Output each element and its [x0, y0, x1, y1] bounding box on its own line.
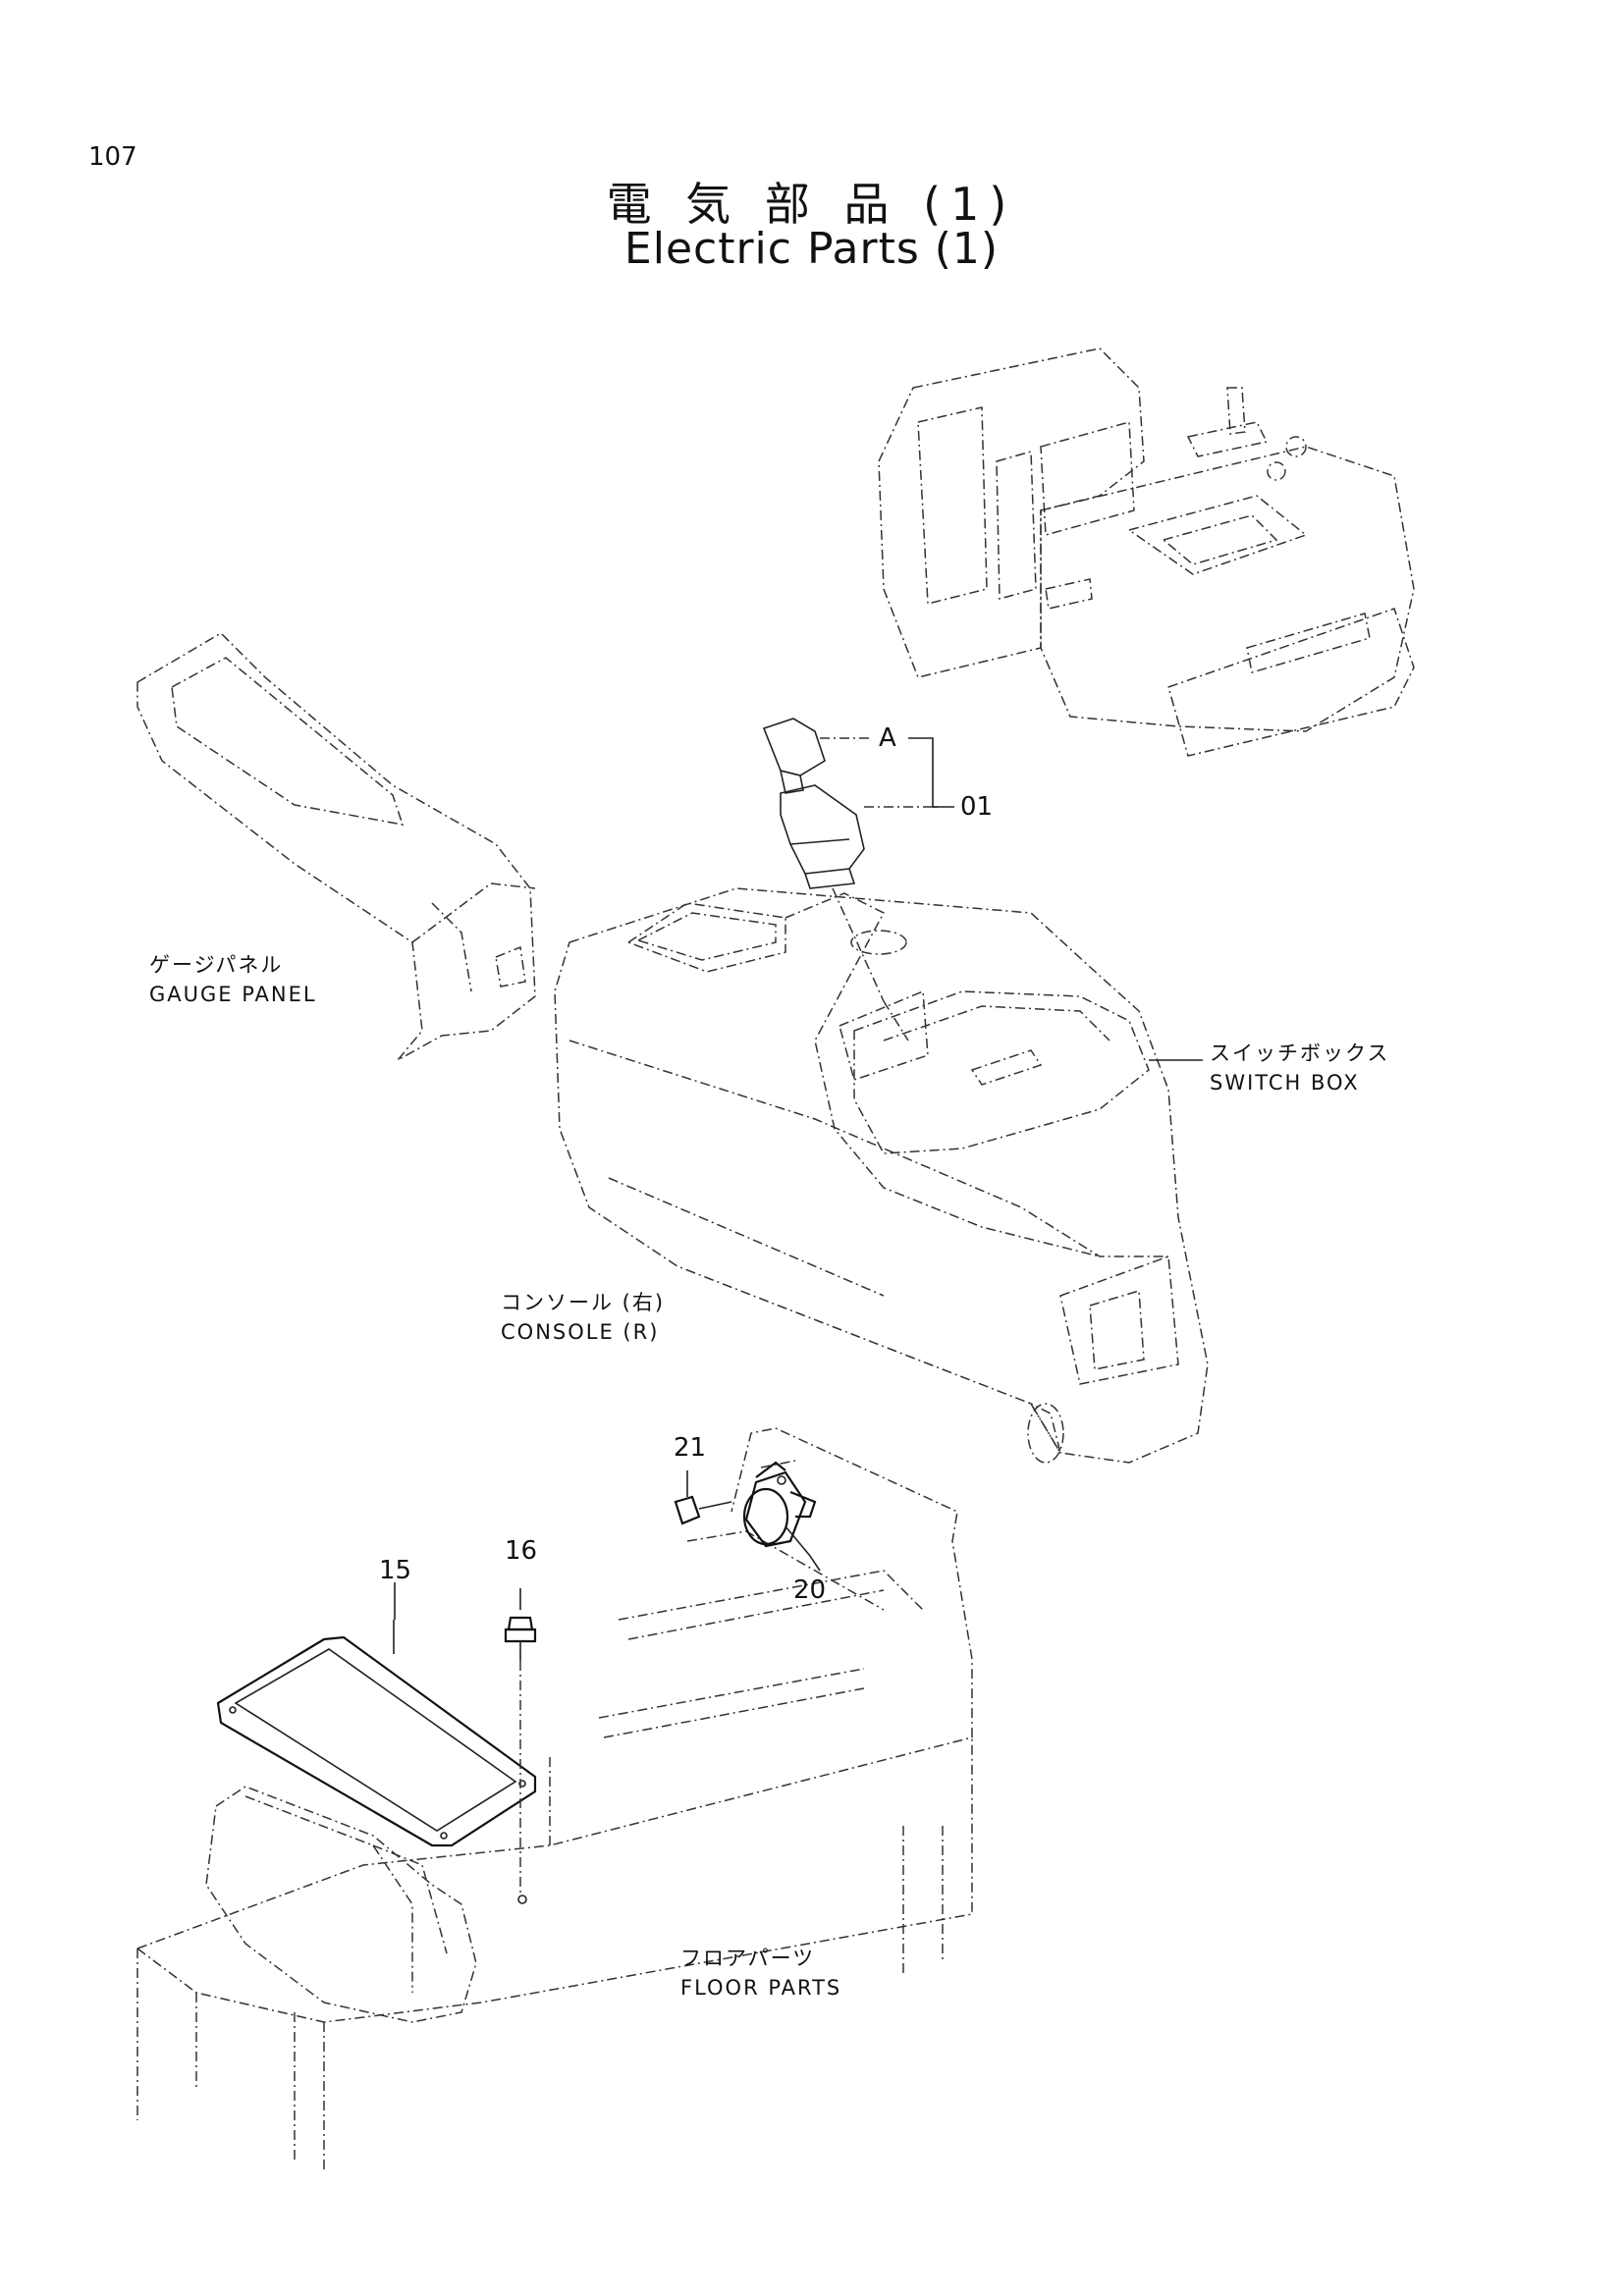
callout-part-21: 21 [674, 1433, 707, 1463]
label-gauge-panel-jp: ゲージパネル [149, 953, 284, 977]
callout-part-16: 16 [505, 1536, 538, 1566]
floor-parts-outline [136, 1427, 973, 2169]
gauge-panel-outline [136, 632, 536, 1061]
page-title-en: Electric Parts (1) [623, 224, 1000, 274]
callout-leaders-01 [820, 737, 954, 808]
label-floor-parts-jp: フロアパーツ [680, 1947, 816, 1970]
label-gauge-panel: ゲージパネル GAUGE PANEL [149, 950, 317, 1009]
label-switch-box-en: SWITCH BOX [1210, 1071, 1360, 1095]
page-title-jp: 電 気 部 品 (1) [606, 178, 1017, 231]
callout-part-20: 20 [793, 1575, 827, 1605]
callout-a: A [879, 723, 896, 753]
callout-part-15: 15 [379, 1556, 412, 1585]
label-console-r-jp: コンソール (右) [501, 1291, 666, 1314]
part-16-screw [504, 1588, 537, 1904]
page-number: 107 [88, 142, 137, 172]
label-switch-box: スイッチボックス SWITCH BOX [1210, 1039, 1389, 1097]
callout-part-01: 01 [960, 792, 994, 822]
label-leaders [394, 1059, 1203, 1620]
console-right-outline [554, 887, 1209, 1464]
switch-box-outline [839, 930, 1150, 1154]
label-floor-parts: フロアパーツ FLOOR PARTS [680, 1944, 841, 2002]
part-21-screw [674, 1460, 796, 1525]
label-floor-parts-en: FLOOR PARTS [680, 1976, 842, 2000]
label-switch-box-jp: スイッチボックス [1210, 1041, 1390, 1065]
part-20-buzzer [742, 1461, 821, 1572]
part-15-plate [216, 1620, 537, 1847]
label-console-r: コンソール (右) CONSOLE (R) [501, 1288, 665, 1347]
excavator-overview [878, 347, 1415, 757]
label-gauge-panel-en: GAUGE PANEL [149, 983, 317, 1006]
label-console-r-en: CONSOLE (R) [501, 1320, 660, 1344]
key-switch-part [762, 718, 909, 1041]
